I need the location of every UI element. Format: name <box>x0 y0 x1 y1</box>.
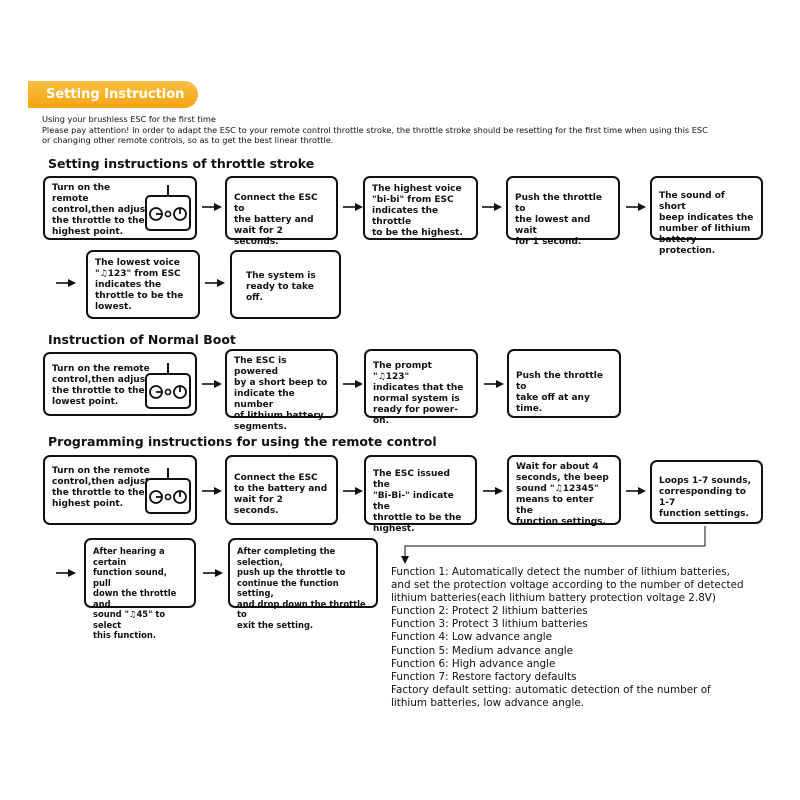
arrow-right-icon <box>343 380 363 388</box>
step-text: Turn on the remote control,then adjust t… <box>52 364 150 407</box>
arrow-right-icon <box>482 203 502 211</box>
arrow-right-icon <box>626 203 646 211</box>
step-text: Loops 1-7 sounds, corresponding to 1-7 f… <box>659 476 751 519</box>
intro-line: Please pay attention! In order to adapt … <box>42 124 708 135</box>
function-list: Function 1: Automatically detect the num… <box>391 566 744 710</box>
function-line: Factory default setting: automatic detec… <box>391 683 711 696</box>
function-line: Function 7: Restore factory defaults <box>391 670 577 683</box>
section-title-boot: Instruction of Normal Boot <box>48 332 236 347</box>
throttle-step-4: Push the throttle to the lowest and wait… <box>506 176 620 247</box>
step-text: Push the throttle to take off at any tim… <box>516 371 603 414</box>
step-text: Push the throttle to the lowest and wait… <box>515 193 602 247</box>
function-line: Function 5: Medium advance angle <box>391 644 574 657</box>
arrow-right-icon <box>484 380 504 388</box>
step-text: The sound of short beep indicates the nu… <box>659 191 754 256</box>
program-step-4: Wait for about 4 seconds, the beep sound… <box>507 455 621 527</box>
step-text: After completing the selection, push up … <box>237 546 366 630</box>
program-step-6: After hearing a certain function sound, … <box>84 538 196 640</box>
setting-instruction-banner: Setting Instruction <box>28 81 198 108</box>
arrow-right-icon <box>343 487 363 495</box>
arrow-right-icon <box>343 203 363 211</box>
remote-control-icon <box>143 466 193 516</box>
connector-line <box>401 526 706 564</box>
function-line: Function 3: Protect 3 lithium batteries <box>391 618 588 631</box>
step-text: Connect the ESC to the battery and wait … <box>234 473 328 516</box>
function-line: Function 6: High advance angle <box>391 657 556 670</box>
arrow-right-icon <box>56 279 76 287</box>
step-text: Connect the ESC to the battery and wait … <box>234 193 318 247</box>
function-line: lithium batteries, low advance angle. <box>391 696 585 709</box>
function-line: Function 4: Low advance angle <box>391 631 552 644</box>
step-text: The ESC issued the "Bi-Bi-" indicate the… <box>373 469 462 534</box>
program-step-2: Connect the ESC to the battery and wait … <box>225 455 338 525</box>
program-step-5: Loops 1-7 sounds, corresponding to 1-7 f… <box>650 460 763 524</box>
throttle-step-6: The lowest voice "♫123" from ESC indicat… <box>86 250 200 319</box>
function-line: Function 1: Automatically detect the num… <box>391 566 730 578</box>
arrow-right-icon <box>203 569 223 577</box>
throttle-step-2: Connect the ESC to the battery and wait … <box>225 176 338 247</box>
intro-text: Using your brushless ESC for the first t… <box>42 114 762 146</box>
arrow-right-icon <box>626 487 646 495</box>
throttle-step-5: The sound of short beep indicates the nu… <box>650 176 763 256</box>
throttle-step-7: The system is ready to take off. <box>230 250 341 319</box>
program-step-3: The ESC issued the "Bi-Bi-" indicate the… <box>364 455 477 534</box>
step-text: Turn on the remote control,then adjust t… <box>52 183 150 237</box>
step-text: After hearing a certain function sound, … <box>93 546 177 640</box>
remote-control-icon <box>143 183 193 233</box>
program-step-7: After completing the selection, push up … <box>228 538 378 630</box>
function-line: and set the protection voltage according… <box>391 579 744 592</box>
boot-step-2: The ESC is powered by a short beep to in… <box>225 349 338 432</box>
step-text: The ESC is powered by a short beep to in… <box>234 356 328 432</box>
section-title-programming: Programming instructions for using the r… <box>48 434 437 449</box>
step-text: Wait for about 4 seconds, the beep sound… <box>516 462 609 527</box>
arrow-right-icon <box>202 487 222 495</box>
boot-step-3: The prompt "♫123" indicates that the nor… <box>364 349 478 426</box>
arrow-right-icon <box>202 380 222 388</box>
remote-control-icon <box>143 361 193 411</box>
throttle-step-3: The highest voice "bi-bi" from ESC indic… <box>363 176 478 240</box>
boot-step-4: Push the throttle to take off at any tim… <box>507 349 621 418</box>
function-line: Function 2: Protect 2 lithium batteries <box>391 605 588 618</box>
step-text: Turn on the remote control,then adjust t… <box>52 466 150 509</box>
arrow-right-icon <box>56 569 76 577</box>
function-line: lithium batteries(each lithium battery p… <box>391 592 716 605</box>
arrow-right-icon <box>205 279 225 287</box>
arrow-right-icon <box>202 203 222 211</box>
step-text: The prompt "♫123" indicates that the nor… <box>373 361 464 426</box>
section-title-throttle: Setting instructions of throttle stroke <box>48 156 315 171</box>
step-text: The system is ready to take off. <box>246 271 316 303</box>
step-text: The lowest voice "♫123" from ESC indicat… <box>95 258 184 312</box>
intro-line: or changing other remote controls, so as… <box>42 135 334 145</box>
arrow-right-icon <box>483 487 503 495</box>
intro-line: Using your brushless ESC for the first t… <box>42 114 216 124</box>
step-text: The highest voice "bi-bi" from ESC indic… <box>372 184 463 238</box>
